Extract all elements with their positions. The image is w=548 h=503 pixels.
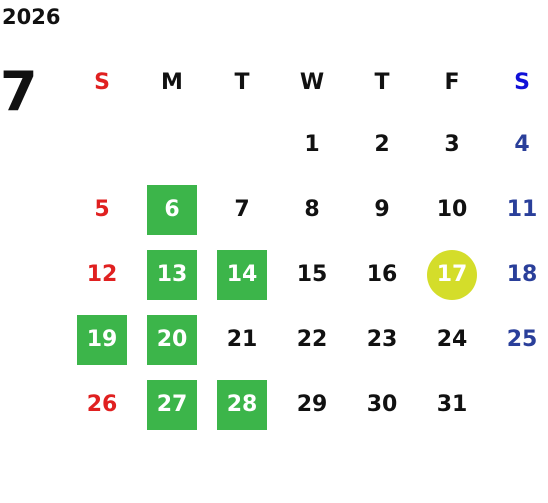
day-cell: 22 <box>296 327 328 352</box>
weekday-header-thursday: T <box>374 69 390 95</box>
weekday-header-wednesday: W <box>299 69 325 95</box>
weekday-header-sunday: S <box>94 69 110 95</box>
day-cell: 30 <box>366 392 398 417</box>
day-cell: 10 <box>436 197 468 222</box>
day-cell-highlighted: 28 <box>207 372 277 437</box>
day-cell: 8 <box>304 197 320 222</box>
day-cell: 15 <box>296 262 328 287</box>
day-cell-highlighted: 13 <box>137 242 207 307</box>
calendar-grid: S M T W T F S 1 2 3 4 5 6 7 8 9 10 11 12… <box>67 52 548 437</box>
day-cell-highlighted: 27 <box>137 372 207 437</box>
day-cell: 9 <box>374 197 390 222</box>
weekday-header-monday: M <box>161 69 183 95</box>
day-cell <box>487 372 548 437</box>
year-label: 2026 <box>2 5 61 29</box>
day-cell-highlighted: 19 <box>67 307 137 372</box>
day-cell: 4 <box>514 132 530 157</box>
day-cell: 2 <box>374 132 390 157</box>
day-cell: 25 <box>506 327 538 352</box>
day-cell: 18 <box>506 262 538 287</box>
month-number: 7 <box>0 60 38 123</box>
day-cell: 26 <box>86 392 118 417</box>
weekday-header-friday: F <box>444 69 460 95</box>
weekday-header-tuesday: T <box>234 69 250 95</box>
day-cell: 24 <box>436 327 468 352</box>
day-cell <box>207 112 277 177</box>
day-cell: 5 <box>94 197 110 222</box>
day-cell: 1 <box>304 132 320 157</box>
weekday-header-saturday: S <box>514 69 530 95</box>
day-cell: 31 <box>436 392 468 417</box>
day-cell: 21 <box>226 327 258 352</box>
day-cell-highlighted: 14 <box>207 242 277 307</box>
day-cell: 7 <box>234 197 250 222</box>
day-cell: 29 <box>296 392 328 417</box>
day-cell: 23 <box>366 327 398 352</box>
day-cell-highlighted: 20 <box>137 307 207 372</box>
day-cell: 3 <box>444 132 460 157</box>
day-cell-highlighted: 6 <box>137 177 207 242</box>
day-cell: 16 <box>366 262 398 287</box>
day-cell: 11 <box>506 197 538 222</box>
day-cell: 12 <box>86 262 118 287</box>
day-cell-today: 17 <box>417 242 487 307</box>
day-cell <box>137 112 207 177</box>
day-cell <box>67 112 137 177</box>
